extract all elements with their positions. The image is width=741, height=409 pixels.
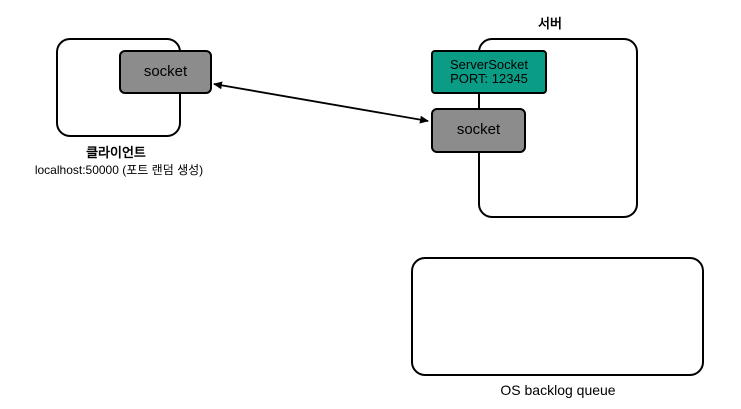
server-name-label: 서버	[538, 16, 562, 31]
server-socket-connection-label: socket	[456, 121, 501, 139]
backlog-queue-box	[411, 257, 704, 376]
client-address-label: localhost:50000 (포트 랜덤 생성)	[34, 163, 204, 177]
client-name-label: 클라이언트	[86, 145, 146, 160]
server-socket-line1: ServerSocket	[449, 56, 529, 72]
server-socket-connection: socket	[431, 108, 526, 153]
server-socket-line2: PORT: 12345	[450, 71, 528, 86]
backlog-queue-label: OS backlog queue	[500, 382, 616, 398]
client-socket: socket	[119, 50, 212, 94]
server-socket: ServerSocket PORT: 12345	[431, 50, 547, 94]
connection-line	[213, 81, 429, 124]
client-socket-label: socket	[143, 62, 188, 80]
